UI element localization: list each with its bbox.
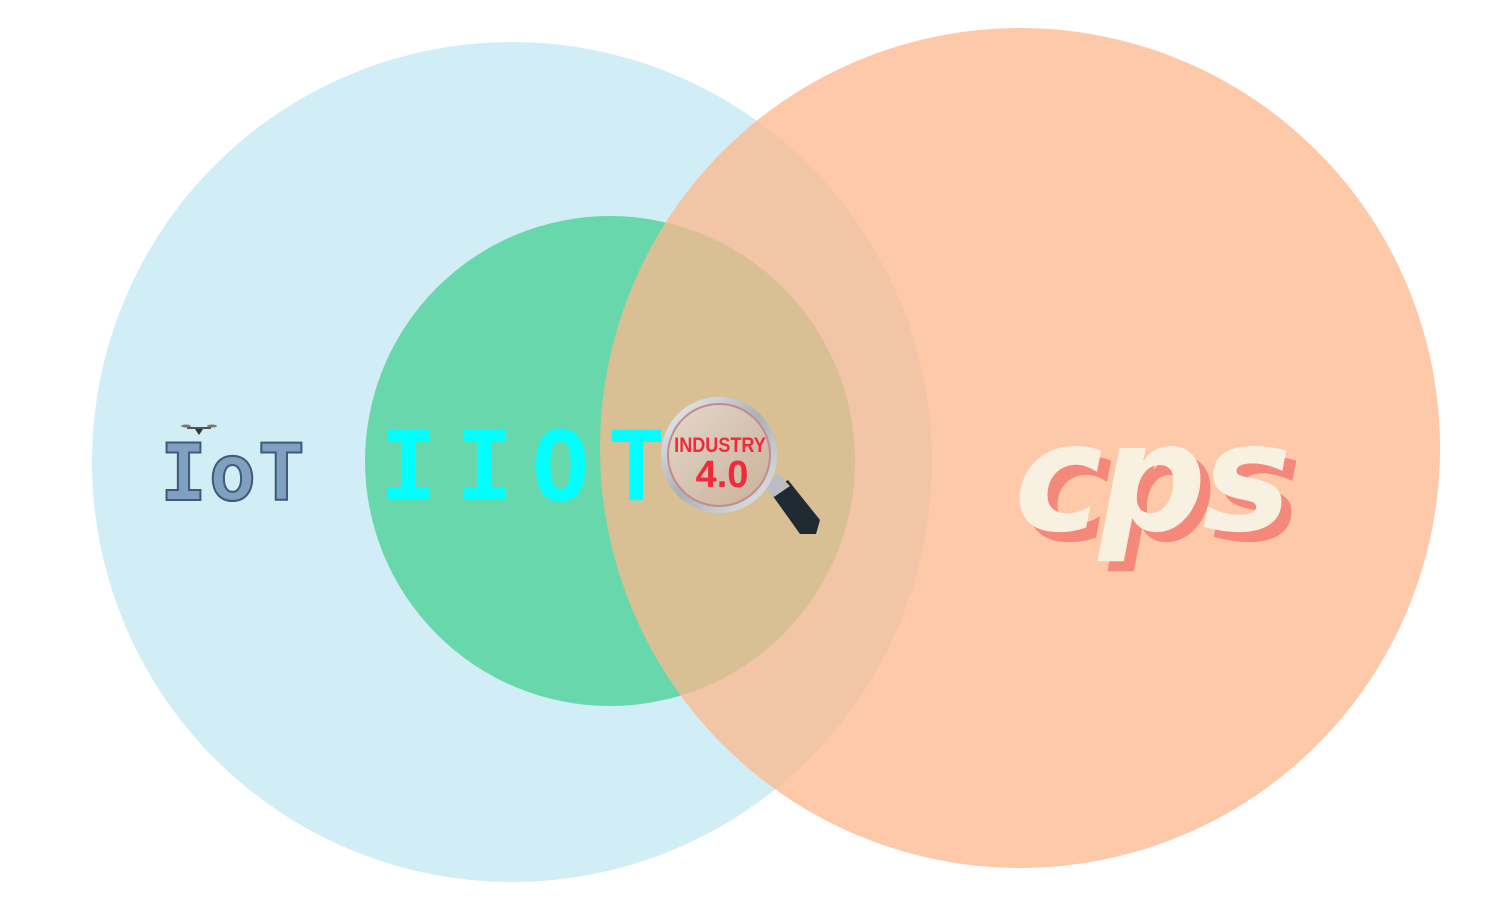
iot-label: IoT — [160, 429, 307, 519]
cps-label-group: cps cps — [1014, 392, 1302, 576]
industry-version-label: 4.0 — [696, 454, 749, 496]
industry-label: INDUSTRY — [674, 434, 766, 458]
industry-4-badge: INDUSTRY 4.0 — [661, 397, 820, 534]
iot-label-group: IoT — [159, 424, 307, 520]
magnifying-glass-icon — [661, 397, 820, 534]
cps-label: cps — [1014, 392, 1288, 566]
drone-icon — [181, 424, 217, 435]
cps-circle — [600, 28, 1440, 868]
cps-label-shadow: cps — [1024, 402, 1298, 576]
iiot-label: IIOT — [380, 411, 683, 523]
